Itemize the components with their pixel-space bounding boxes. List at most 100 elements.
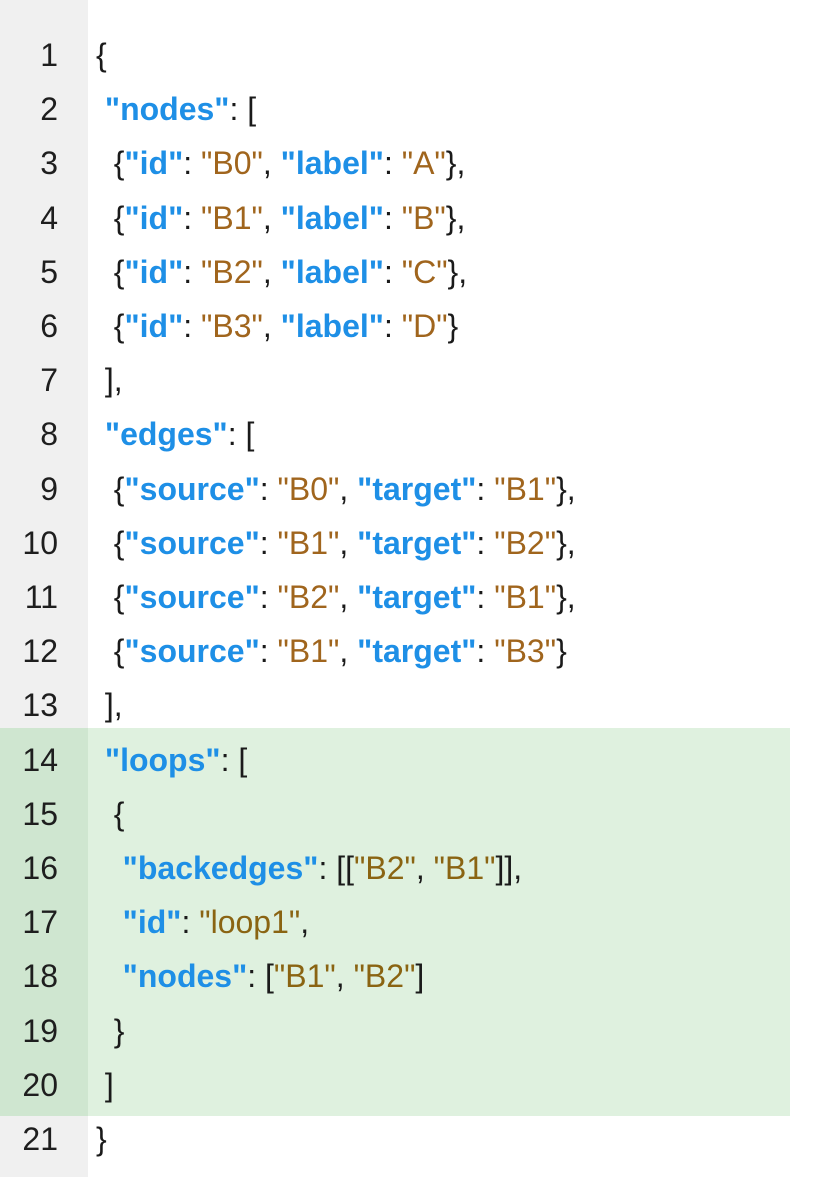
json-key: "nodes": [104, 91, 230, 128]
json-punctuation: {: [96, 524, 125, 561]
json-key: "source": [124, 524, 260, 561]
json-key: "source": [124, 470, 260, 507]
highlight-gutter: [0, 728, 88, 1116]
json-punctuation: ,: [262, 199, 281, 236]
line-code: {"source": "B1", "target": "B3"}: [96, 626, 567, 676]
line-code: "nodes": [: [96, 84, 256, 134]
json-key: "loops": [104, 741, 221, 778]
json-string: "B1": [277, 633, 340, 670]
json-key: "target": [357, 579, 477, 615]
line-code: ]: [96, 1060, 114, 1110]
json-punctuation: }: [96, 1121, 107, 1157]
line-number: 13: [22, 687, 58, 724]
json-key: "target": [357, 524, 477, 561]
json-punctuation: {: [96, 633, 125, 670]
json-punctuation: :: [183, 308, 202, 344]
line-number: 10: [22, 524, 58, 561]
line-number: 19: [22, 1012, 58, 1049]
line-number: 7: [40, 362, 58, 399]
json-punctuation: :: [383, 308, 402, 344]
json-punctuation: ],: [96, 362, 123, 399]
json-key: "label": [280, 253, 384, 290]
json-punctuation: }: [447, 308, 459, 344]
json-punctuation: :: [259, 470, 278, 507]
json-string: "B3": [201, 308, 263, 344]
highlight-region: [0, 728, 790, 1116]
json-punctuation: ,: [415, 850, 434, 886]
json-punctuation: },: [447, 253, 468, 290]
line-code: {"source": "B0", "target": "B1"},: [96, 464, 576, 514]
json-punctuation: :: [183, 199, 202, 236]
json-string: "B2": [494, 524, 557, 561]
line-number: 18: [22, 958, 58, 995]
json-punctuation: :: [476, 579, 495, 615]
json-punctuation: ,: [262, 308, 281, 344]
json-punctuation: : [: [229, 91, 257, 128]
json-key: "id": [124, 145, 184, 182]
json-punctuation: :: [259, 579, 278, 615]
json-key: "id": [124, 199, 184, 236]
json-punctuation: ,: [339, 470, 358, 507]
json-punctuation: {: [96, 37, 107, 73]
json-punctuation: : [: [247, 958, 274, 995]
json-string: "B2": [201, 253, 263, 290]
json-punctuation: ,: [262, 145, 281, 182]
json-punctuation: :: [383, 253, 402, 290]
json-punctuation: ,: [339, 633, 358, 670]
json-punctuation: [96, 850, 123, 886]
json-punctuation: :: [183, 253, 202, 290]
json-string: "B": [401, 199, 446, 236]
json-string: "B2": [277, 579, 340, 615]
json-punctuation: ]: [415, 958, 425, 995]
json-key: "id": [122, 904, 182, 941]
json-key: "label": [280, 308, 384, 344]
json-key: "nodes": [122, 958, 248, 995]
json-key: "edges": [104, 416, 228, 453]
json-string: "B1": [494, 579, 557, 615]
line-code: }: [96, 1006, 125, 1056]
line-code: {: [96, 789, 125, 839]
line-code: {"source": "B1", "target": "B2"},: [96, 518, 576, 568]
json-punctuation: },: [445, 199, 466, 236]
json-punctuation: ],: [96, 687, 123, 724]
line-code: ],: [96, 355, 123, 405]
line-number: 2: [40, 91, 58, 128]
json-punctuation: },: [556, 470, 576, 507]
line-code: {"id": "B2", "label": "C"},: [96, 247, 467, 297]
line-code: ],: [96, 680, 123, 730]
json-punctuation: {: [96, 470, 125, 507]
json-punctuation: {: [96, 253, 125, 290]
json-punctuation: }: [96, 1012, 125, 1049]
json-key: "target": [357, 633, 477, 670]
line-number: 21: [22, 1121, 58, 1157]
json-punctuation: [96, 416, 105, 452]
line-code: {"id": "B0", "label": "A"},: [96, 138, 466, 188]
json-string: "B0": [201, 145, 263, 182]
json-string: "B1": [494, 470, 557, 507]
json-string: "B3": [494, 633, 557, 670]
line-number: 5: [40, 253, 58, 290]
json-punctuation: {: [96, 795, 125, 832]
line-number: 15: [22, 795, 58, 832]
json-string: "loop1": [199, 904, 301, 941]
json-punctuation: {: [96, 199, 125, 236]
json-punctuation: ]],: [495, 850, 523, 886]
line-number: 3: [40, 145, 58, 182]
line-number: 11: [24, 579, 58, 615]
line-code: "backedges": [["B2", "B1"]],: [96, 843, 523, 893]
json-punctuation: },: [445, 145, 466, 182]
line-code: {"source": "B2", "target": "B1"},: [96, 572, 576, 622]
json-punctuation: ,: [335, 958, 354, 995]
line-number: 4: [40, 199, 58, 236]
json-punctuation: [96, 91, 105, 127]
line-code: "loops": [: [96, 735, 247, 785]
json-key: "target": [357, 470, 477, 507]
line-number: 1: [40, 37, 58, 73]
json-string: "B1": [273, 958, 336, 995]
line-code: "edges": [: [96, 409, 255, 459]
line-code: "nodes": ["B1", "B2"]: [96, 951, 425, 1001]
json-punctuation: },: [556, 524, 576, 561]
json-punctuation: ]: [96, 1066, 114, 1103]
json-punctuation: [96, 742, 105, 778]
json-string: "A": [401, 145, 446, 182]
